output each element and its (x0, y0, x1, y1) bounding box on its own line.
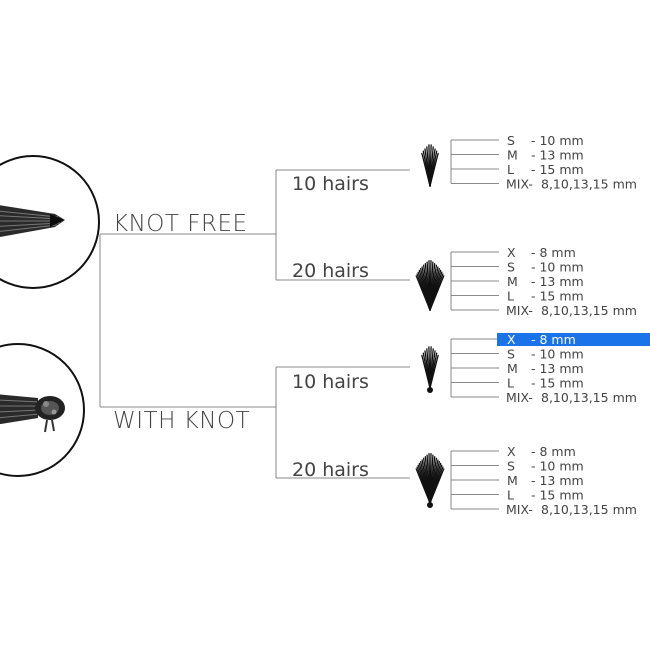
size-length: - 8 mm (531, 245, 576, 260)
size-option-mix[interactable]: MIX- 8,10,13,15 mm (506, 303, 637, 318)
size-option-x[interactable]: X - 8 mm (507, 245, 576, 260)
branch-label: 20 hairs (292, 459, 369, 481)
size-code: MIX- (506, 390, 533, 405)
size-length: - 13 mm (531, 361, 584, 376)
size-option-m[interactable]: M - 13 mm (507, 274, 584, 289)
category-label: KNOT FREE (113, 211, 248, 237)
size-option-x[interactable]: X - 8 mm (497, 332, 650, 347)
knot-free-product-image (0, 155, 100, 289)
size-code: MIX- (506, 303, 533, 318)
size-code: MIX- (506, 502, 533, 517)
size-option-mix[interactable]: MIX- 8,10,13,15 mm (506, 502, 637, 517)
size-option-s[interactable]: S - 10 mm (507, 260, 584, 275)
size-option-m[interactable]: M - 13 mm (507, 361, 584, 376)
with-knot-product-image (0, 343, 85, 477)
size-option-l[interactable]: L - 15 mm (507, 376, 584, 391)
size-code: MIX- (506, 177, 533, 192)
size-length: - 10 mm (531, 347, 584, 362)
size-length: - 15 mm (531, 162, 584, 177)
size-length: - 13 mm (531, 274, 584, 289)
size-option-mix[interactable]: MIX- 8,10,13,15 mm (506, 390, 637, 405)
tree-connectors (99, 139, 499, 510)
size-code: M (507, 361, 518, 376)
size-length: - 8 mm (531, 332, 576, 347)
size-code: S (507, 260, 515, 275)
branch-label: 10 hairs (292, 173, 369, 195)
size-code: L (507, 289, 514, 304)
lash-knot-20-icon (415, 453, 445, 508)
size-length: 8,10,13,15 mm (541, 390, 637, 405)
lash-fan-20-icon (415, 260, 445, 311)
size-option-s[interactable]: S - 10 mm (507, 347, 584, 362)
size-option-mix[interactable]: MIX- 8,10,13,15 mm (506, 177, 637, 192)
size-code: M (507, 148, 518, 163)
size-code: M (507, 473, 518, 488)
lash-knot-10-icon (421, 346, 439, 393)
size-option-l[interactable]: L - 15 mm (507, 488, 584, 503)
size-length: - 15 mm (531, 289, 584, 304)
size-option-s[interactable]: S - 10 mm (507, 459, 584, 474)
branch-label: 20 hairs (292, 260, 369, 282)
branch-label: 10 hairs (292, 371, 369, 393)
size-code: L (507, 488, 514, 503)
size-option-l[interactable]: L - 15 mm (507, 162, 584, 177)
size-length: - 10 mm (531, 260, 584, 275)
size-code: S (507, 459, 515, 474)
size-option-m[interactable]: M - 13 mm (507, 148, 584, 163)
size-length: - 15 mm (531, 488, 584, 503)
size-length: - 10 mm (531, 133, 584, 148)
size-option-s[interactable]: S - 10 mm (507, 133, 584, 148)
size-code: S (507, 347, 515, 362)
size-length: 8,10,13,15 mm (541, 502, 637, 517)
size-length: - 15 mm (531, 376, 584, 391)
size-code: S (507, 133, 515, 148)
size-code: X (507, 444, 516, 459)
size-code: X (507, 332, 516, 347)
size-code: X (507, 245, 516, 260)
selection-highlight (497, 333, 650, 346)
with-knot-fan-icon (0, 394, 65, 433)
size-code: L (507, 162, 514, 177)
size-option-m[interactable]: M - 13 mm (507, 473, 584, 488)
size-option-l[interactable]: L - 15 mm (507, 289, 584, 304)
size-code: L (507, 376, 514, 391)
lash-fan-10-icon (421, 144, 439, 187)
category-label: WITH KNOT (113, 408, 250, 434)
size-length: - 13 mm (531, 148, 584, 163)
size-length: - 8 mm (531, 444, 576, 459)
size-length: - 13 mm (531, 473, 584, 488)
size-length: - 10 mm (531, 459, 584, 474)
size-option-x[interactable]: X - 8 mm (507, 444, 576, 459)
size-code: M (507, 274, 518, 289)
size-length: 8,10,13,15 mm (541, 177, 637, 192)
knot-free-fan-icon (0, 205, 65, 237)
size-length: 8,10,13,15 mm (541, 303, 637, 318)
